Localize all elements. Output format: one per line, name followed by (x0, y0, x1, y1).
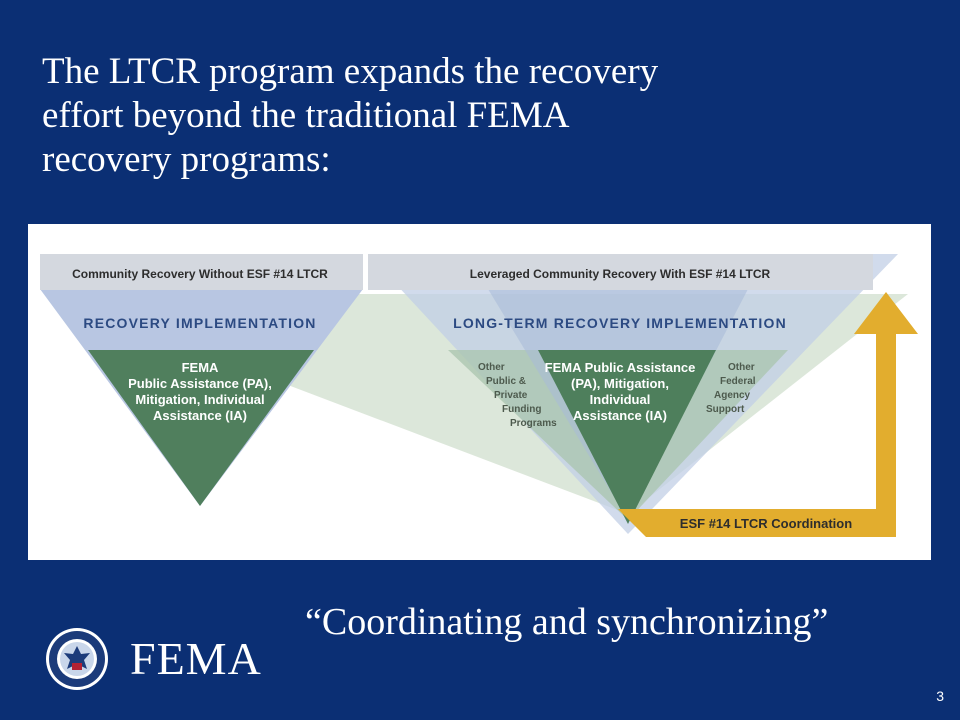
title-line-3: recovery programs: (42, 139, 331, 180)
other-public-line-5: Programs (510, 418, 557, 429)
other-public-line-3: Private (494, 390, 528, 401)
fema-wordmark: FEMA (130, 633, 262, 684)
left-header-bar (40, 254, 363, 290)
other-federal-line-1: Other (728, 362, 755, 373)
left-header-text: Community Recovery Without ESF #14 LTCR (72, 267, 328, 281)
right-fema-line-2: (PA), Mitigation, (571, 376, 669, 391)
left-band-text: RECOVERY IMPLEMENTATION (83, 315, 316, 331)
right-fema-line-3: Individual (590, 392, 651, 407)
slide-title: The LTCR program expands the recovery ef… (42, 50, 802, 182)
fema-logo: FEMA (44, 626, 264, 692)
other-federal-line-4: Support (706, 404, 745, 415)
title-line-1: The LTCR program expands the recovery (42, 51, 659, 92)
slide-quote: “Coordinating and synchronizing” (305, 601, 829, 643)
coordination-label: ESF #14 LTCR Coordination (680, 516, 852, 531)
ltcr-diagram-svg: Community Recovery Without ESF #14 LTCR … (40, 254, 918, 537)
left-fema-line-4: Assistance (IA) (153, 408, 247, 423)
dhs-seal-icon (46, 628, 108, 690)
right-fema-line-4: Assistance (IA) (573, 408, 667, 423)
other-public-line-2: Public & (486, 376, 526, 387)
page-number: 3 (936, 688, 944, 704)
right-header-bar (368, 254, 873, 290)
title-line-2: effort beyond the traditional FEMA (42, 95, 570, 136)
other-federal-line-2: Federal (720, 376, 756, 387)
other-public-line-4: Funding (502, 404, 541, 415)
right-header-text: Leveraged Community Recovery With ESF #1… (470, 267, 771, 281)
right-fema-line-1: FEMA Public Assistance (545, 360, 696, 375)
left-green-triangle (88, 350, 314, 506)
left-fema-line-3: Mitigation, Individual (135, 392, 264, 407)
other-public-line-1: Other (478, 362, 505, 373)
left-fema-line-1: FEMA (182, 360, 219, 375)
other-federal-line-3: Agency (714, 390, 751, 401)
ltcr-diagram: Community Recovery Without ESF #14 LTCR … (28, 224, 931, 560)
coordination-arrow (618, 292, 918, 537)
right-green-triangle (538, 350, 716, 524)
right-band-text: LONG-TERM RECOVERY IMPLEMENTATION (453, 315, 787, 331)
left-fema-line-2: Public Assistance (PA), (128, 376, 272, 391)
